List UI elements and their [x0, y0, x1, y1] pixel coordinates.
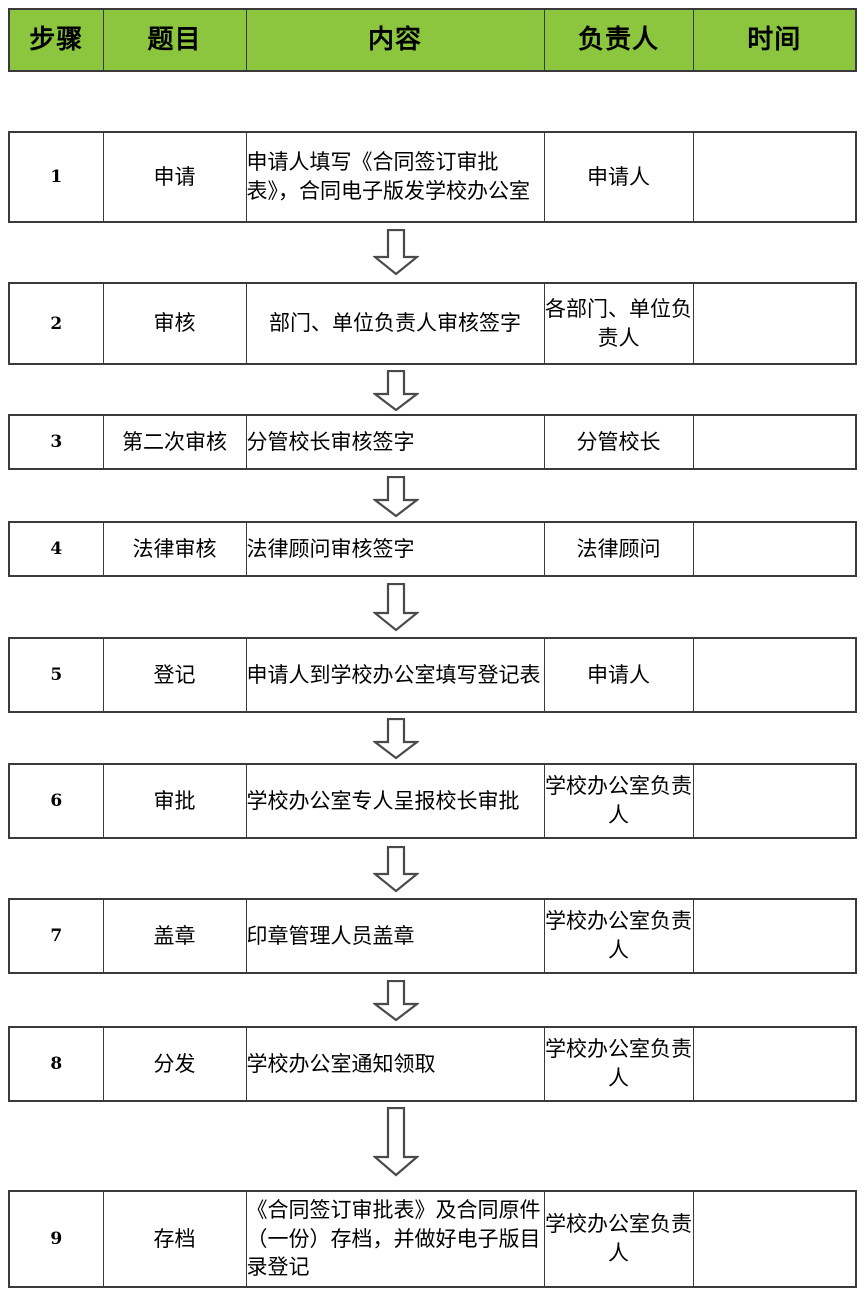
table-row[interactable]: 1 申请 申请人填写《合同签订审批表》，合同电子版发学校办公室 申请人 [8, 131, 857, 223]
column-header-time: 时间 [692, 8, 857, 72]
row-time[interactable] [692, 763, 857, 839]
table-row[interactable]: 5 登记 申请人到学校办公室填写登记表 申请人 [8, 637, 857, 713]
row-content: 学校办公室通知领取 [245, 1026, 545, 1102]
table-row[interactable]: 6 审批 学校办公室专人呈报校长审批 学校办公室负责人 [8, 763, 857, 839]
row-owner: 学校办公室负责人 [543, 1190, 694, 1288]
row-topic: 审批 [102, 763, 247, 839]
down-arrow-icon [373, 370, 419, 412]
row-step: 9 [8, 1190, 104, 1288]
row-owner: 各部门、单位负责人 [543, 282, 694, 365]
row-owner: 法律顾问 [543, 521, 694, 577]
down-arrow-icon [373, 1107, 419, 1177]
row-content: 申请人到学校办公室填写登记表 [245, 637, 545, 713]
row-owner: 申请人 [543, 637, 694, 713]
down-arrow-icon [373, 476, 419, 518]
row-step: 8 [8, 1026, 104, 1102]
table-row[interactable]: 7 盖章 印章管理人员盖章 学校办公室负责人 [8, 898, 857, 974]
down-arrow-icon [373, 980, 419, 1022]
row-owner: 分管校长 [543, 414, 694, 470]
down-arrow-icon [373, 718, 419, 760]
row-topic: 第二次审核 [102, 414, 247, 470]
table-row[interactable]: 8 分发 学校办公室通知领取 学校办公室负责人 [8, 1026, 857, 1102]
row-topic: 审核 [102, 282, 247, 365]
row-step: 4 [8, 521, 104, 577]
table-row[interactable]: 4 法律审核 法律顾问审核签字 法律顾问 [8, 521, 857, 577]
row-step: 3 [8, 414, 104, 470]
table-row[interactable]: 3 第二次审核 分管校长审核签字 分管校长 [8, 414, 857, 470]
row-content: 部门、单位负责人审核签字 [245, 282, 545, 365]
row-topic: 登记 [102, 637, 247, 713]
row-time[interactable] [692, 131, 857, 223]
row-step: 2 [8, 282, 104, 365]
column-header-owner: 负责人 [543, 8, 694, 72]
row-content: 学校办公室专人呈报校长审批 [245, 763, 545, 839]
row-owner: 学校办公室负责人 [543, 1026, 694, 1102]
row-content: 印章管理人员盖章 [245, 898, 545, 974]
row-topic: 法律审核 [102, 521, 247, 577]
row-step: 7 [8, 898, 104, 974]
row-step: 6 [8, 763, 104, 839]
header-row: 步骤 题目 内容 负责人 时间 [8, 8, 857, 72]
row-content: 法律顾问审核签字 [245, 521, 545, 577]
row-topic: 分发 [102, 1026, 247, 1102]
column-header-content: 内容 [245, 8, 545, 72]
row-content: 申请人填写《合同签订审批表》，合同电子版发学校办公室 [245, 131, 545, 223]
down-arrow-icon [373, 583, 419, 632]
row-time[interactable] [692, 1026, 857, 1102]
row-step: 1 [8, 131, 104, 223]
row-topic: 存档 [102, 1190, 247, 1288]
row-step: 5 [8, 637, 104, 713]
row-time[interactable] [692, 414, 857, 470]
row-content: 《合同签订审批表》及合同原件（一份）存档，并做好电子版目录登记 [245, 1190, 545, 1288]
row-owner: 学校办公室负责人 [543, 763, 694, 839]
row-time[interactable] [692, 898, 857, 974]
column-header-topic: 题目 [102, 8, 247, 72]
row-owner: 学校办公室负责人 [543, 898, 694, 974]
row-content: 分管校长审核签字 [245, 414, 545, 470]
down-arrow-icon [373, 229, 419, 276]
down-arrow-icon [373, 846, 419, 893]
row-topic: 盖章 [102, 898, 247, 974]
row-time[interactable] [692, 521, 857, 577]
row-time[interactable] [692, 637, 857, 713]
table-header: 步骤 题目 内容 负责人 时间 [8, 8, 857, 72]
row-time[interactable] [692, 1190, 857, 1288]
row-time[interactable] [692, 282, 857, 365]
row-topic: 申请 [102, 131, 247, 223]
table-row[interactable]: 9 存档 《合同签订审批表》及合同原件（一份）存档，并做好电子版目录登记 学校办… [8, 1190, 857, 1288]
column-header-step: 步骤 [8, 8, 104, 72]
table-row[interactable]: 2 审核 部门、单位负责人审核签字 各部门、单位负责人 [8, 282, 857, 365]
row-owner: 申请人 [543, 131, 694, 223]
